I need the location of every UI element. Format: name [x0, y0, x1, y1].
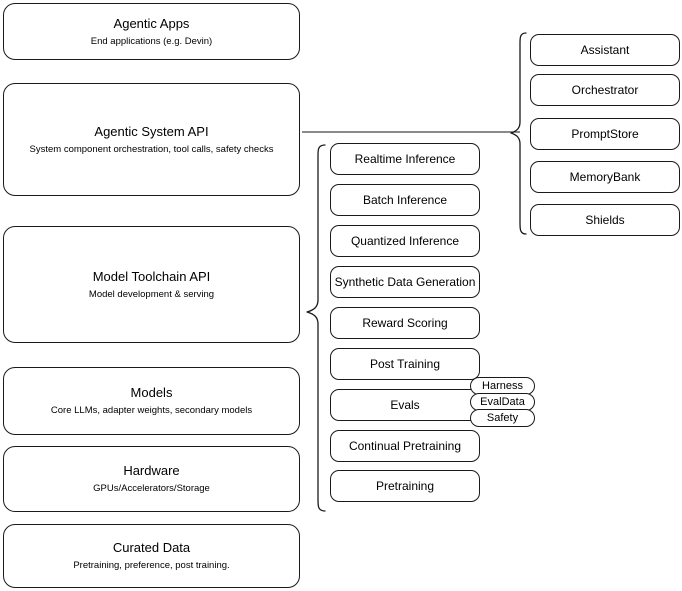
capability-label: Synthetic Data Generation: [334, 274, 476, 289]
component-label: Orchestrator: [571, 82, 639, 97]
component-promptstore[interactable]: PromptStore: [530, 118, 680, 150]
capability-label: Continual Pretraining: [348, 438, 462, 453]
capability-label: Quantized Inference: [350, 233, 460, 248]
capability-label: Post Training: [369, 356, 441, 371]
capability-synthetic-data-generation[interactable]: Synthetic Data Generation: [330, 266, 480, 298]
capability-realtime-inference[interactable]: Realtime Inference: [330, 143, 480, 175]
layer-title: Model Toolchain API: [92, 268, 211, 284]
layer-title: Hardware: [123, 463, 180, 479]
layer-agentic-system-api[interactable]: Agentic System API System component orch…: [3, 83, 300, 196]
eval-pill-label: Harness: [482, 380, 523, 392]
capability-label: Realtime Inference: [354, 151, 456, 166]
layer-model-toolchain-api[interactable]: Model Toolchain API Model development & …: [3, 226, 300, 343]
component-assistant[interactable]: Assistant: [530, 34, 680, 66]
layer-curated-data[interactable]: Curated Data Pretraining, preference, po…: [3, 524, 300, 588]
eval-pill-safety[interactable]: Safety: [470, 409, 535, 427]
capability-quantized-inference[interactable]: Quantized Inference: [330, 225, 480, 257]
eval-pill-label: Safety: [486, 412, 519, 424]
capability-evals[interactable]: Evals: [330, 389, 480, 421]
component-shields[interactable]: Shields: [530, 204, 680, 236]
layer-title: Models: [130, 385, 173, 401]
layer-agentic-apps[interactable]: Agentic Apps End applications (e.g. Devi…: [3, 3, 300, 60]
brace-toolchain: [306, 144, 326, 512]
layer-subtitle: Model development & serving: [88, 288, 215, 300]
capability-label: Reward Scoring: [362, 315, 448, 330]
brace-system-components: [510, 32, 527, 235]
component-label: MemoryBank: [569, 169, 641, 184]
capability-label: Batch Inference: [362, 192, 448, 207]
component-label: Shields: [585, 212, 625, 227]
layer-subtitle: System component orchestration, tool cal…: [29, 143, 274, 155]
component-memorybank[interactable]: MemoryBank: [530, 161, 680, 193]
layer-hardware[interactable]: Hardware GPUs/Accelerators/Storage: [3, 446, 300, 512]
layer-models[interactable]: Models Core LLMs, adapter weights, secon…: [3, 367, 300, 435]
component-label: Assistant: [580, 42, 630, 57]
capability-pretraining[interactable]: Pretraining: [330, 470, 480, 502]
layer-subtitle: Pretraining, preference, post training.: [73, 560, 230, 572]
layer-subtitle: GPUs/Accelerators/Storage: [93, 483, 210, 495]
layer-subtitle: Core LLMs, adapter weights, secondary mo…: [50, 405, 253, 417]
component-orchestrator[interactable]: Orchestrator: [530, 74, 680, 106]
layer-title: Agentic Apps: [113, 15, 190, 31]
capability-label: Pretraining: [375, 478, 435, 493]
capability-reward-scoring[interactable]: Reward Scoring: [330, 307, 480, 339]
capability-post-training[interactable]: Post Training: [330, 348, 480, 380]
eval-pill-label: EvalData: [480, 396, 525, 408]
capability-continual-pretraining[interactable]: Continual Pretraining: [330, 430, 480, 462]
capability-label: Evals: [390, 397, 420, 412]
component-label: PromptStore: [571, 126, 639, 141]
layer-title: Agentic System API: [94, 123, 209, 139]
layer-subtitle: End applications (e.g. Devin): [90, 35, 213, 47]
capability-batch-inference[interactable]: Batch Inference: [330, 184, 480, 216]
layer-title: Curated Data: [112, 540, 191, 556]
